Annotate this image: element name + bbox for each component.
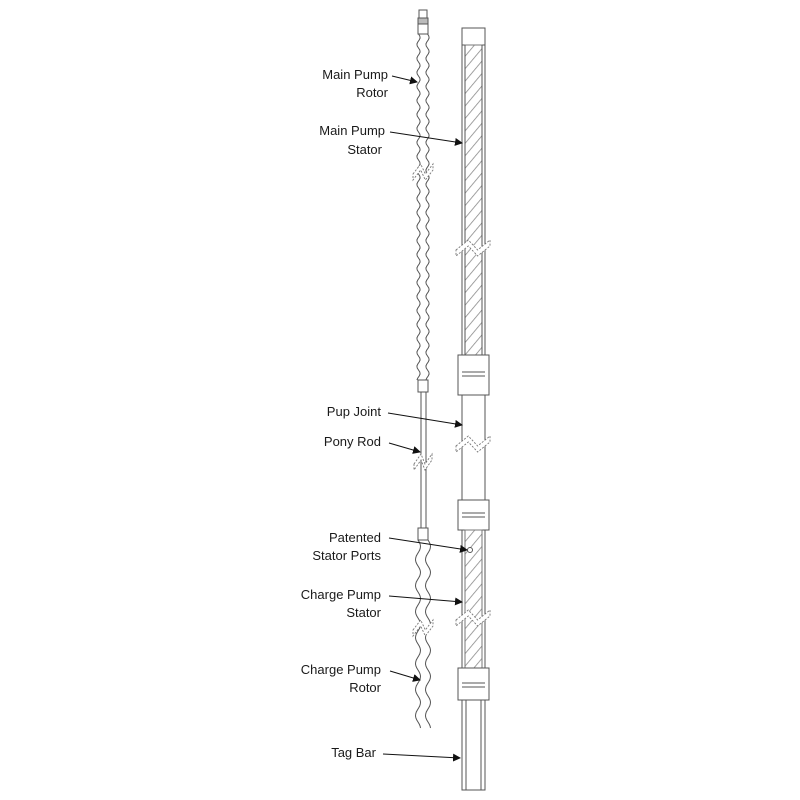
label-charge-rotor-2: Rotor	[349, 680, 381, 695]
label-stator-ports-2: Stator Ports	[312, 548, 381, 563]
break-mark	[455, 239, 491, 257]
leader-arrows	[382, 75, 468, 762]
coupling-upper	[457, 354, 490, 396]
label-pup-joint: Pup Joint	[327, 404, 382, 419]
break-mark	[412, 618, 434, 638]
coupling-middle	[457, 499, 490, 531]
arrow-main-stator	[389, 131, 463, 146]
top-cap	[461, 27, 486, 46]
arrow-charge-rotor	[389, 670, 421, 682]
label-main-stator-2: Stator	[347, 142, 382, 157]
break-marks	[412, 162, 491, 638]
labels: Main Pump Rotor Main Pump Stator Pup Joi…	[301, 67, 389, 760]
arrow-charge-stator	[388, 595, 463, 606]
label-charge-stator-2: Stator	[346, 605, 381, 620]
label-main-rotor-2: Rotor	[356, 85, 388, 100]
tag-bar	[461, 699, 486, 791]
break-mark	[455, 435, 491, 453]
rotor-top-fitting	[418, 9, 428, 19]
label-main-rotor-1: Main Pump	[322, 67, 388, 82]
break-mark	[412, 162, 434, 182]
rotor-string	[414, 9, 432, 729]
main-pump-rotor	[416, 33, 430, 381]
label-pony-rod: Pony Rod	[324, 434, 381, 449]
charge-pump-rotor	[414, 539, 432, 729]
label-stator-ports-1: Patented	[329, 530, 381, 545]
stator-tube	[457, 27, 490, 791]
label-tag-bar: Tag Bar	[331, 745, 376, 760]
arrow-tag-bar	[382, 753, 461, 762]
stator-port	[467, 547, 473, 553]
label-main-stator-1: Main Pump	[319, 123, 385, 138]
arrow-main-rotor	[391, 75, 418, 85]
arrow-pup-joint	[387, 412, 463, 428]
arrow-pony-rod	[388, 442, 421, 454]
coupling-lower	[457, 667, 490, 701]
main-pump-stator	[464, 44, 483, 356]
break-mark	[455, 609, 491, 627]
label-charge-rotor-1: Charge Pump	[301, 662, 381, 677]
break-mark	[413, 452, 433, 472]
arrow-stator-ports	[388, 537, 468, 553]
label-charge-stator-1: Charge Pump	[301, 587, 381, 602]
